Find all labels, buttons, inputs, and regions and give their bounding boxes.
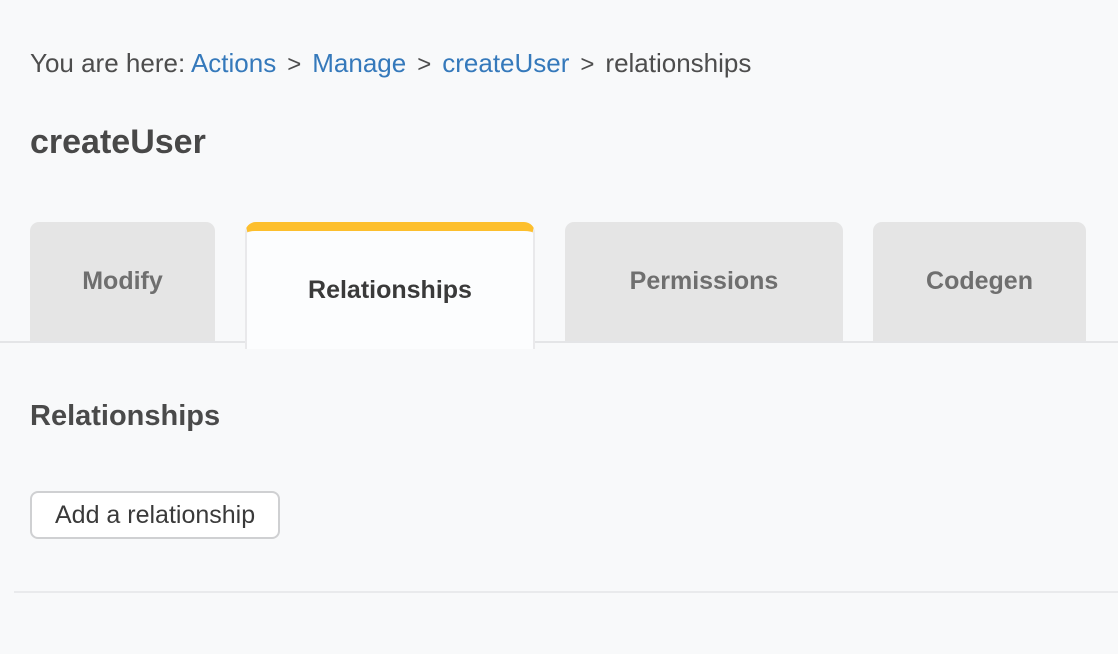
- breadcrumb-separator: >: [287, 51, 302, 78]
- tab-permissions-label: Permissions: [629, 267, 779, 295]
- breadcrumb-link-manage[interactable]: Manage: [312, 48, 407, 78]
- breadcrumb-link-actions[interactable]: Actions: [190, 48, 277, 78]
- tab-modify-label: Modify: [82, 267, 163, 295]
- page-title: createUser: [30, 123, 206, 161]
- tab-relationships-label: Relationships: [308, 275, 472, 304]
- tab-codegen-label: Codegen: [926, 267, 1033, 295]
- breadcrumb-current-relationships: relationships: [605, 48, 752, 78]
- relationships-panel: Relationships Add a relationship: [0, 399, 1118, 593]
- add-relationship-button[interactable]: Add a relationship: [30, 491, 281, 539]
- divider: [14, 591, 1118, 593]
- tab-permissions[interactable]: Permissions: [565, 222, 843, 341]
- breadcrumb: You are here: Actions > Manage > createUser >…: [0, 0, 1118, 82]
- tab-bar: Modify Relationships Permissions Codegen: [0, 222, 1118, 349]
- breadcrumb-separator: >: [417, 51, 432, 78]
- breadcrumb-prefix: You are here:: [30, 48, 186, 78]
- tab-codegen[interactable]: Codegen: [873, 222, 1086, 341]
- tab-relationships[interactable]: Relationships: [245, 222, 535, 349]
- breadcrumb-link-createuser[interactable]: createUser: [442, 48, 570, 78]
- breadcrumb-separator: >: [580, 51, 595, 78]
- section-title: Relationships: [30, 400, 221, 432]
- tab-modify[interactable]: Modify: [30, 222, 215, 341]
